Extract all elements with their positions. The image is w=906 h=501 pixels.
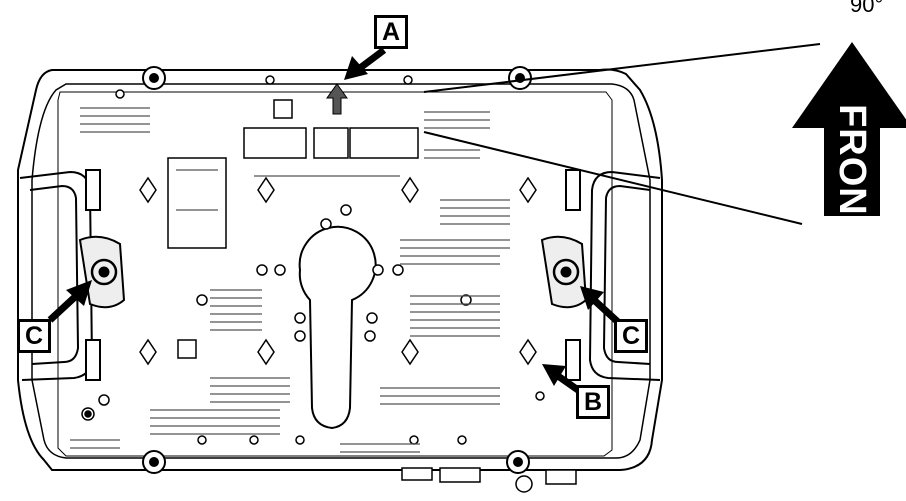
callout-label-c-right: C <box>614 319 648 353</box>
bottom-connectors <box>401 467 577 493</box>
callout-arrow-b <box>542 364 581 393</box>
safety-cable-mount-right <box>540 235 588 309</box>
callout-label-b: B <box>576 385 610 419</box>
label-plates <box>167 99 419 359</box>
angle-label: 90° <box>850 0 884 17</box>
front-label: FRONT <box>831 104 874 240</box>
callout-arrow-a <box>344 47 387 80</box>
left-handle <box>19 169 101 381</box>
right-handle <box>565 169 661 381</box>
callout-label-a: A <box>374 15 408 49</box>
fixture-base-housing <box>17 68 663 471</box>
small-direction-arrow <box>326 83 348 115</box>
slotted-holes <box>139 176 537 366</box>
front-arrow <box>792 42 906 216</box>
fine-print-lines <box>70 107 510 453</box>
safety-cable-mount-left <box>78 235 126 309</box>
callout-arrow-c-left <box>47 280 92 323</box>
keyhole-mount <box>298 225 377 430</box>
callout-label-c-left: C <box>17 319 51 353</box>
leader-lines <box>423 43 821 225</box>
callout-arrow-c-right <box>580 286 621 325</box>
mounting-holes <box>81 75 545 445</box>
